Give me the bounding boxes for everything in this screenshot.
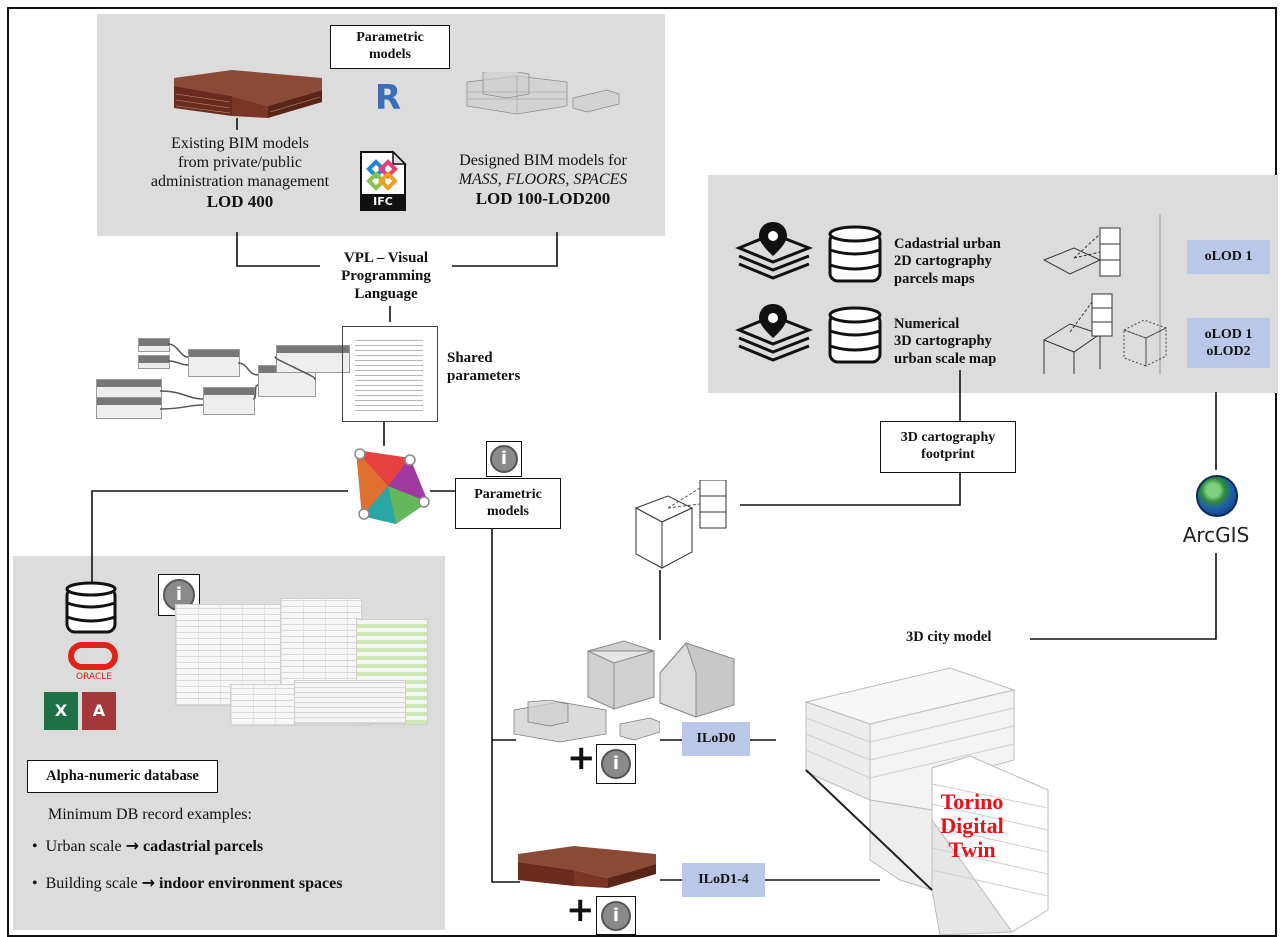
torino-digital-twin-label: Torino Digital Twin — [940, 789, 1004, 863]
building-scale-text: Building scale — [45, 875, 138, 892]
oracle-label: ORACLE — [76, 672, 112, 682]
arrow-1: → — [125, 836, 139, 855]
numerical-line3: urban scale map — [894, 350, 997, 367]
info-glyph: i — [490, 445, 518, 473]
cadastral-label: Cadastrial urban 2D cartography parcels … — [894, 236, 1024, 288]
cadastral-line1: Cadastrial urban — [894, 236, 1001, 252]
3d-box-sketch — [1122, 319, 1168, 367]
database-icon-numerical — [828, 306, 882, 364]
parametric-models-box-middle: Parametric models — [455, 478, 561, 529]
spreadsheet-image-small — [294, 680, 406, 724]
designed-bim-mass-image — [466, 72, 620, 115]
existing-line2: from private/public — [178, 154, 302, 172]
3d-cartography-footprint-box: 3D cartography footprint — [880, 421, 1016, 473]
db-item-urban: • Urban scale → cadastrial parcels — [32, 836, 263, 856]
numerical-label: Numerical 3D cartography urban scale map — [894, 316, 1024, 368]
cadastral-line3: parcels maps — [894, 270, 975, 287]
3d-city-model-label: 3D city model — [906, 629, 992, 645]
existing-line1: Existing BIM models — [171, 135, 309, 152]
db-intro: Minimum DB record examples: — [48, 806, 252, 823]
lod1-lod2-buildings-image — [587, 640, 735, 718]
plus-sign-ilod14: + — [566, 890, 595, 930]
urban-scale-text: Urban scale — [45, 838, 122, 855]
designed-line1: Designed BIM models for — [459, 152, 627, 169]
existing-lod: LOD 400 — [206, 191, 274, 211]
ilod0-tag: ILoD0 — [682, 722, 750, 756]
arcgis-globe-icon — [1196, 475, 1238, 517]
ilod14-bim-building-image — [518, 846, 656, 888]
excel-icon: X — [44, 692, 78, 730]
plus-sign-ilod0: + — [567, 738, 596, 778]
designed-bim-caption: Designed BIM models for MASS, FLOORS, SP… — [432, 151, 654, 210]
cadastrial-parcels-text: cadastrial parcels — [142, 838, 264, 855]
2d-parcel-sketch — [1042, 214, 1161, 374]
numerical-line2: 3D cartography — [894, 333, 992, 350]
oracle-ring-icon — [68, 642, 118, 670]
ifc-label: IFC — [373, 195, 393, 208]
db-item-building: • Building scale → indoor environment sp… — [32, 873, 342, 893]
vpl-line1: VPL – Visual — [343, 250, 429, 266]
existing-bim-caption: Existing BIM models from private/public … — [130, 134, 350, 212]
info-icon-parametric: i — [486, 441, 522, 477]
cadastral-line2: 2D cartography — [894, 253, 992, 270]
revit-icon: R — [374, 78, 402, 118]
map-layers-icon-1 — [735, 222, 813, 280]
database-icon-cadastral — [828, 225, 882, 283]
bullet-1: • — [32, 838, 38, 855]
numerical-line1: Numerical — [894, 316, 960, 332]
olod1-olod2-tag: oLOD 1 oLOD2 — [1187, 318, 1270, 368]
shared-parameters-label: Shared parameters — [447, 349, 527, 385]
existing-line3: administration management — [150, 173, 330, 191]
info-glyph-ilod14: i — [601, 901, 631, 931]
access-icon: A — [82, 692, 116, 730]
info-glyph-ilod0: i — [601, 749, 631, 779]
arrow-2: → — [141, 873, 155, 892]
ilod0-mass-image — [513, 700, 660, 743]
designed-lod: LOD 100-LOD200 — [475, 189, 611, 209]
bullet-2: • — [32, 875, 38, 892]
info-icon-ilod14: i — [596, 896, 636, 935]
dynamo-node-graph-image — [88, 335, 350, 433]
shared-parameters-document-image — [342, 326, 438, 422]
vpl-label: VPL – Visual Programming Language — [320, 249, 452, 303]
existing-bim-building-image — [174, 70, 322, 118]
shared-line1: Shared — [447, 350, 493, 366]
info-icon-ilod0: i — [596, 744, 636, 784]
parametric-models-box-top: Parametric models — [330, 25, 450, 69]
vpl-line2: Programming — [341, 268, 431, 284]
indoor-spaces-text: indoor environment spaces — [159, 875, 343, 892]
vpl-line3: Language — [354, 286, 418, 302]
ilod14-tag: ILoD1-4 — [682, 863, 765, 897]
dynamo-logo — [354, 448, 430, 524]
torino-digital-twin-building-image — [804, 667, 1049, 935]
map-layers-icon-2 — [735, 304, 813, 362]
cartography-panel — [708, 175, 1278, 393]
footprint-box-sketch — [634, 480, 727, 569]
database-icon-oracle — [65, 581, 117, 634]
olod1-tag: oLOD 1 — [1187, 240, 1270, 274]
shared-line2: parameters — [447, 368, 521, 384]
designed-line2: MASS, FLOORS, SPACES — [458, 171, 628, 189]
oracle-logo: ORACLE — [64, 642, 124, 688]
arcgis-label: ArcGIS — [1182, 523, 1250, 547]
ifc-file-icon: IFC — [359, 150, 407, 212]
alpha-numeric-database-box: Alpha-numeric database — [27, 760, 218, 793]
